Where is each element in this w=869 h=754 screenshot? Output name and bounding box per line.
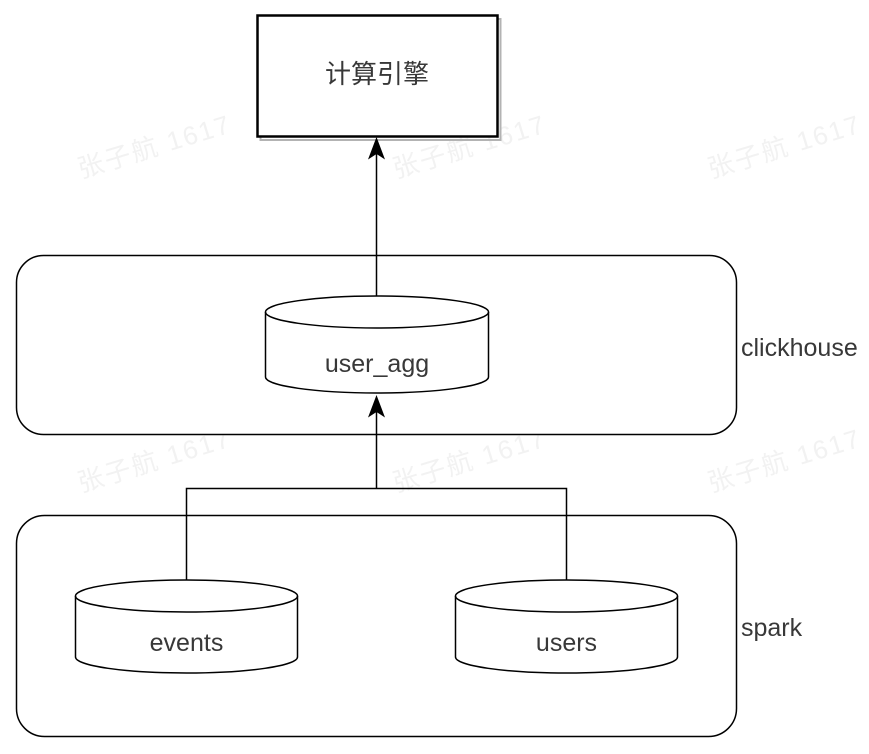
cylinder-top [264,295,490,329]
cylinder-top [74,579,299,613]
cylinder-body [74,596,299,674]
spark-label: spark [741,614,803,642]
users-label: users [536,629,597,657]
edge-spark-to-useragg [368,395,385,489]
events-cylinder: events [74,579,299,674]
events-label: events [150,629,224,657]
arrowhead-up-icon [368,395,385,418]
compute-engine-box [256,14,499,138]
compute-engine-label: 计算引擎 [325,59,429,89]
users-cylinder: users [454,579,679,674]
arrowhead-up-icon [368,137,385,160]
clickhouse-label: clickhouse [741,334,858,362]
cylinder-body [454,596,679,674]
useragg-cylinder: user_agg [264,295,490,394]
cylinder-body [264,312,490,394]
spark-container [15,514,738,738]
cylinder-top [454,579,679,613]
useragg-label: user_agg [325,350,429,378]
edge-useragg-to-engine [368,137,385,300]
